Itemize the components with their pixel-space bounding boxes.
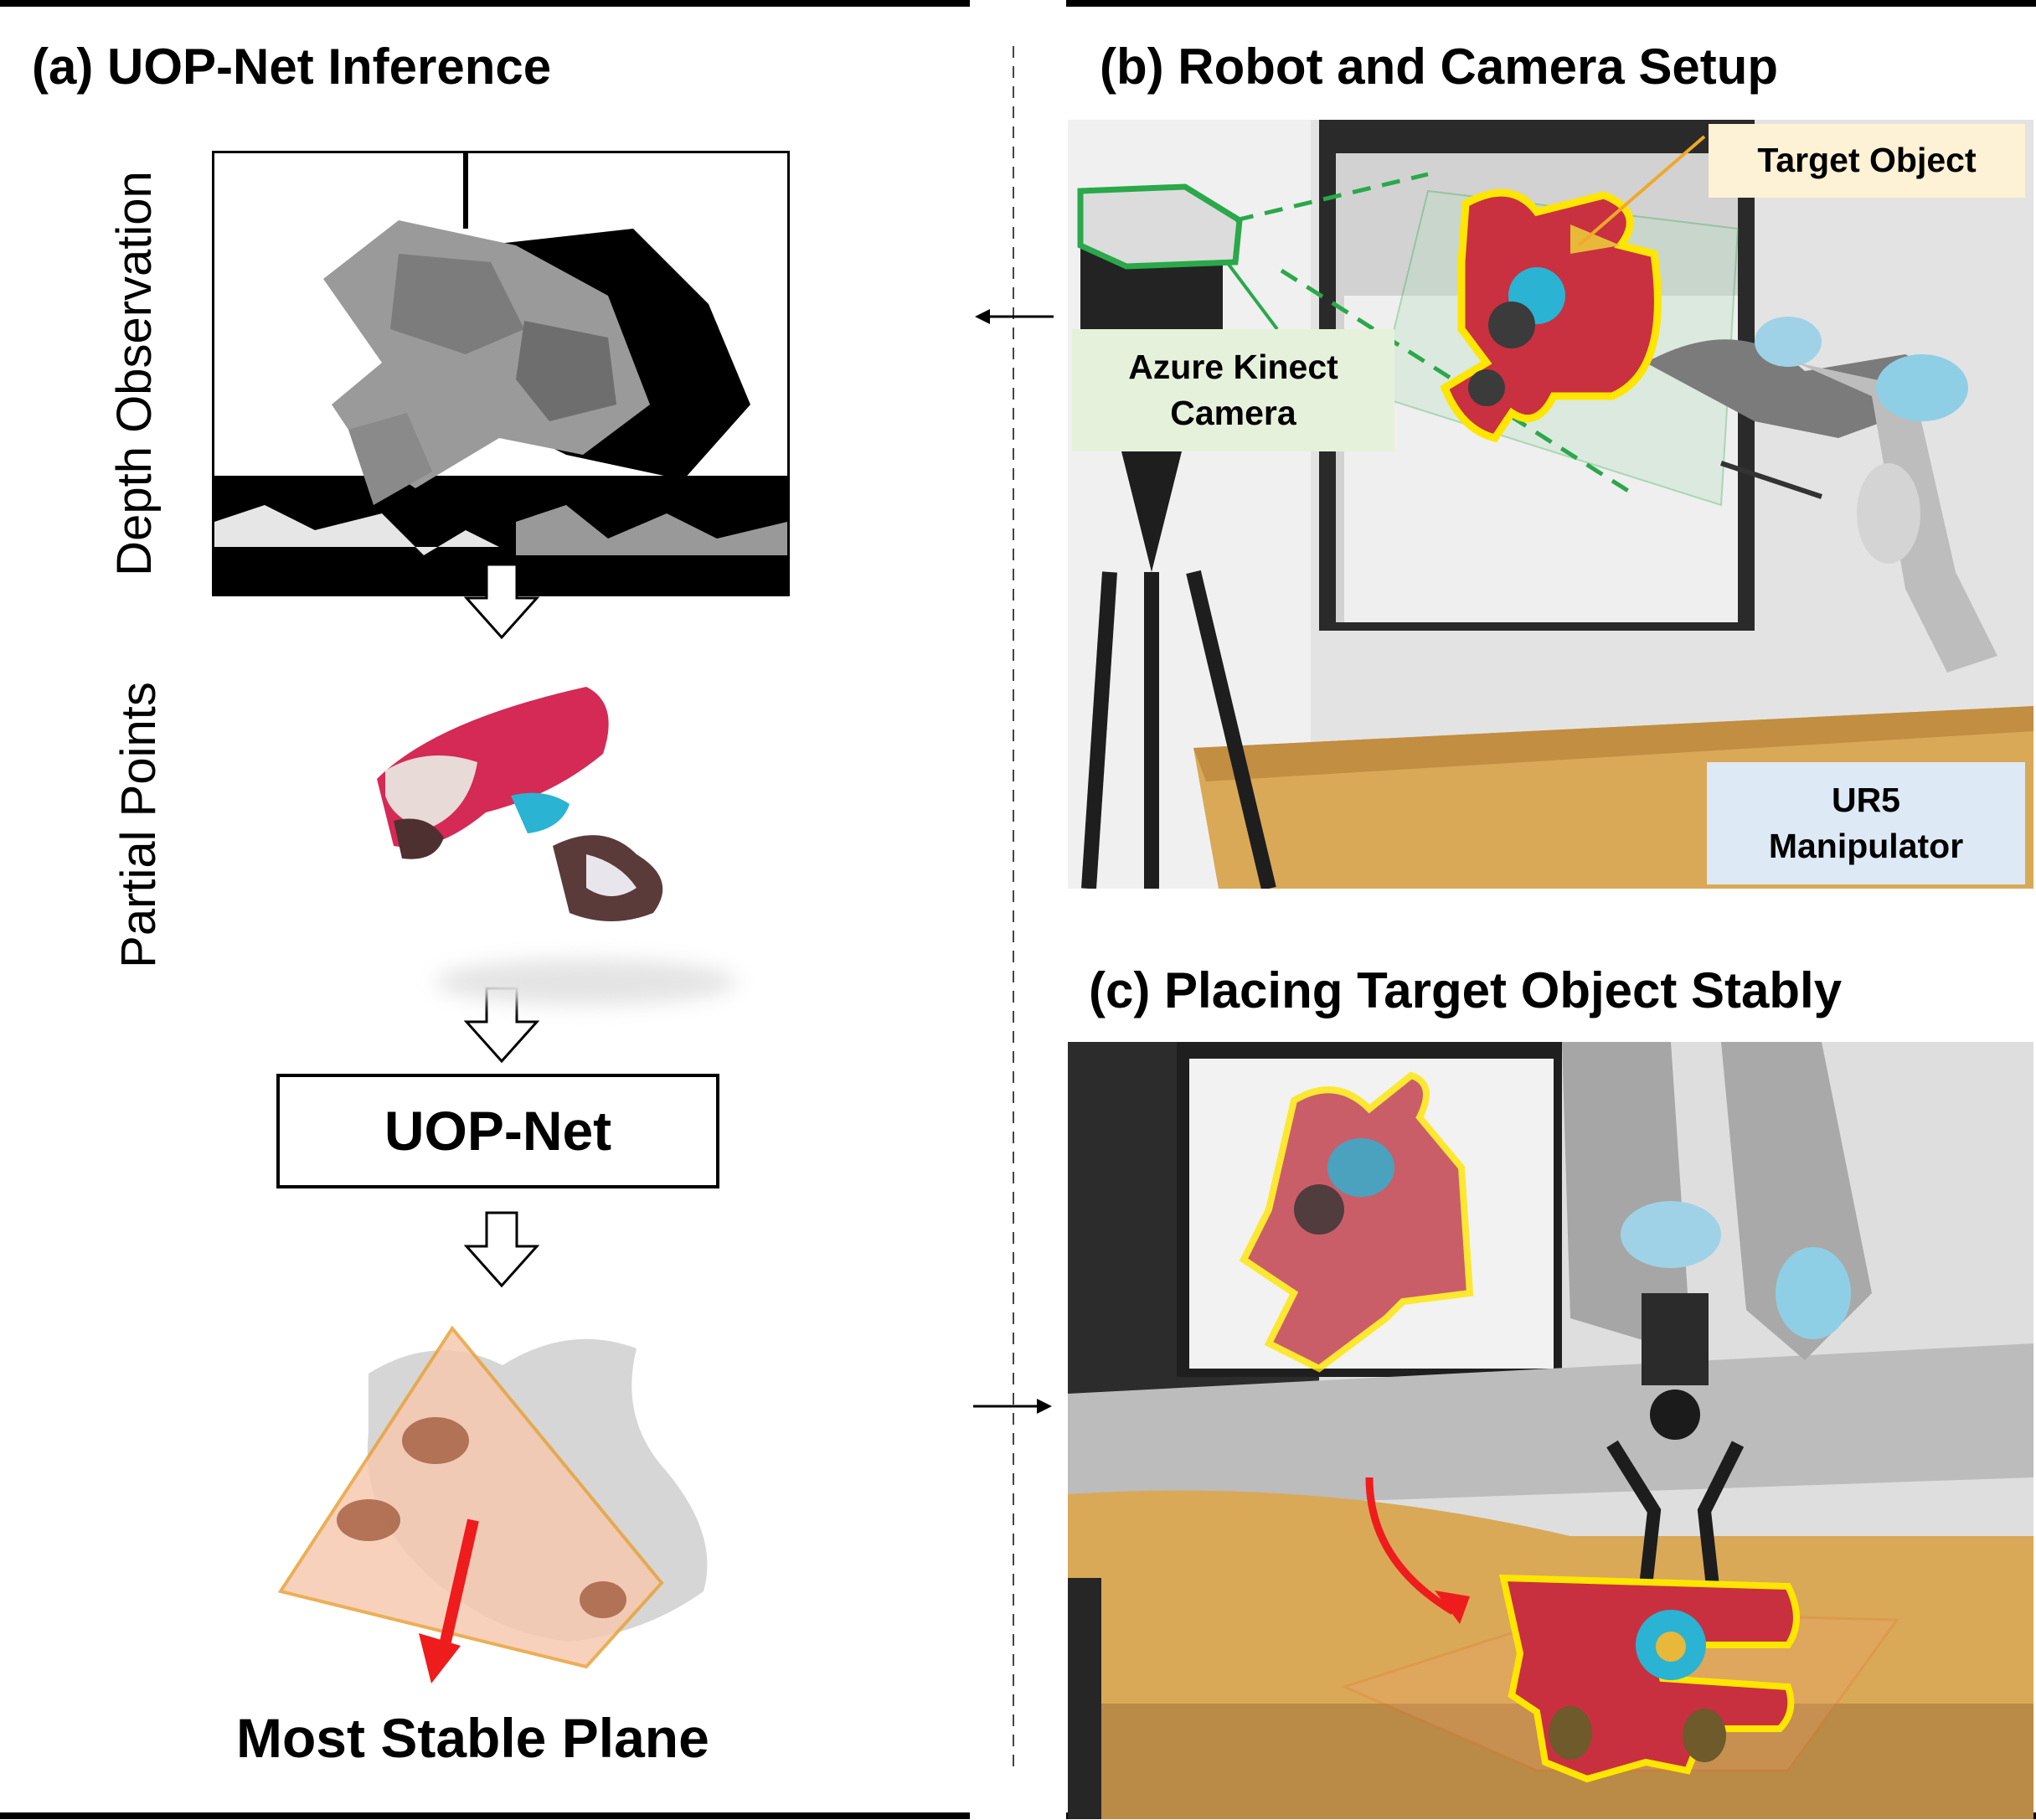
bottom-rule-left (0, 1812, 970, 1819)
depth-observation-image (212, 151, 790, 596)
partial-point-cloud (377, 687, 663, 921)
stable-plane-polygon (277, 1325, 664, 1669)
top-rule-right (1066, 0, 2036, 7)
most-stable-plane-label: Most Stable Plane (236, 1707, 709, 1769)
target-object-label: Target Object (1709, 124, 2025, 198)
stable-plane-visual (277, 1325, 708, 1683)
panel-b-title: (b) Robot and Camera Setup (1100, 39, 1779, 95)
falling-object-outline (1239, 1071, 1474, 1373)
connector-arrow-right (973, 1399, 1052, 1414)
panel-c-title: (c) Placing Target Object Stably (1089, 962, 1843, 1018)
down-arrow-1 (464, 563, 539, 640)
depth-observation-label: Depth Observation (107, 171, 162, 576)
azure-kinect-camera-label: Azure Kinect Camera (1072, 329, 1394, 451)
connector-arrow-left (975, 309, 1054, 324)
point-cloud-shadow (436, 959, 737, 1005)
camera-outline (1077, 183, 1243, 270)
dashed-divider (1013, 46, 1014, 1771)
uop-net-box: UOP-Net (276, 1074, 719, 1188)
stable-plane-arrow (440, 1518, 479, 1643)
down-arrow-3 (464, 1211, 539, 1288)
placing-object-photo (1068, 1042, 2033, 1819)
panel-a-title: (a) UOP-Net Inference (32, 39, 552, 95)
partial-points-label: Partial Points (111, 682, 166, 968)
top-rule-left (0, 0, 970, 7)
robot-camera-setup-photo (1068, 120, 2033, 889)
ur5-manipulator-label: UR5 Manipulator (1707, 762, 2025, 884)
